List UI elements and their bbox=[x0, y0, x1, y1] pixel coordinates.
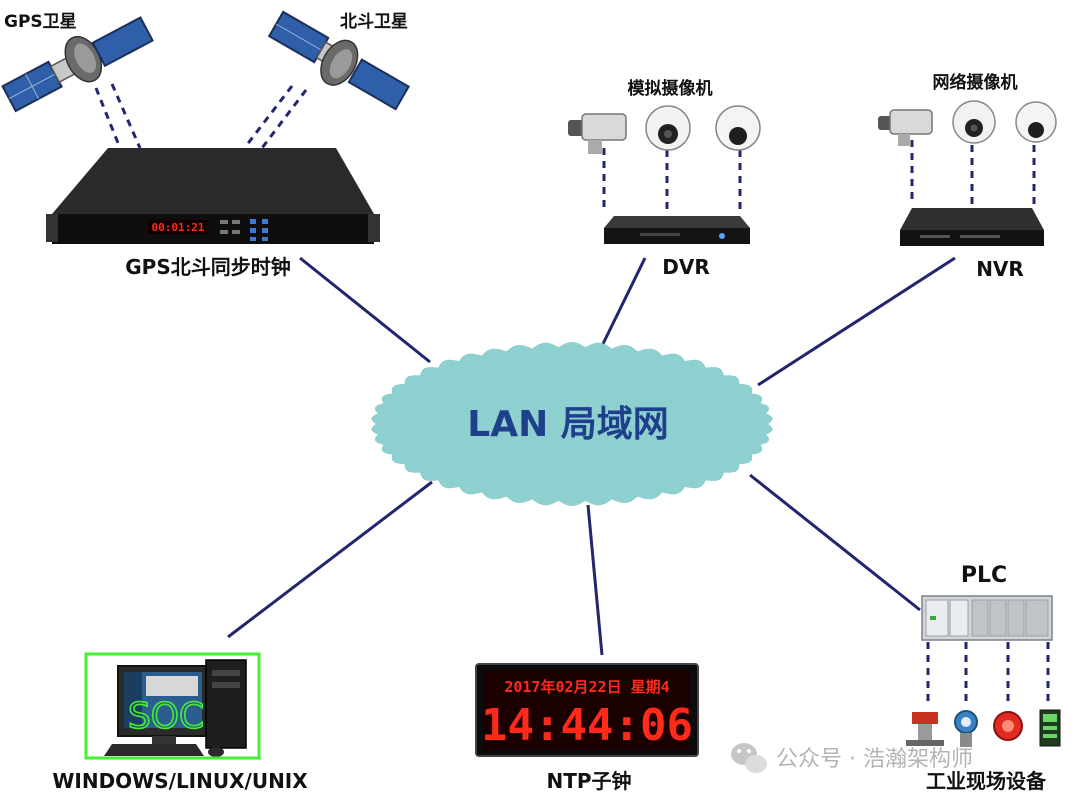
transmitter-icon bbox=[954, 710, 978, 747]
link-plc bbox=[749, 473, 921, 612]
beidou-satellite-label: 北斗卫星 bbox=[340, 12, 408, 32]
link-dvr bbox=[598, 257, 647, 351]
computer-label: WINDOWS/LINUX/UNIX bbox=[52, 769, 308, 793]
link-ntp-clock bbox=[586, 504, 604, 656]
bullet-camera-icon bbox=[568, 113, 627, 154]
soc-label: SOC bbox=[128, 696, 204, 737]
soc-highlight-box bbox=[84, 652, 261, 760]
field-devices bbox=[906, 709, 1061, 747]
watermark-text: 公众号 · 浩瀚架构师 bbox=[776, 747, 973, 772]
speed-dome-icon bbox=[715, 105, 761, 151]
network-cameras-label: 网络摄像机 bbox=[933, 72, 1018, 93]
nvr-label: NVR bbox=[976, 257, 1024, 281]
plc-label: PLC bbox=[961, 563, 1007, 588]
speed-dome-icon bbox=[1015, 101, 1057, 143]
gps-clock-display: 00:01:21 bbox=[152, 221, 205, 234]
beidou-satellite: 北斗卫星 bbox=[267, 10, 410, 111]
dvr-device: DVR bbox=[604, 216, 750, 279]
lan-cloud: LAN 局域网 bbox=[371, 342, 773, 506]
valve-icon bbox=[906, 712, 944, 746]
dome-camera-icon bbox=[645, 105, 691, 151]
ntp-clock-date: 2017年02月22日 星期4 bbox=[504, 678, 669, 696]
satellite-icon bbox=[267, 10, 410, 111]
lan-cloud-shape bbox=[371, 342, 773, 506]
dome-camera-icon bbox=[952, 100, 996, 144]
plc-group: PLC bbox=[906, 563, 1061, 793]
analog-camera-group: 模拟摄像机 DVR bbox=[568, 78, 761, 279]
gps-satellite-label: GPS卫星 bbox=[4, 12, 77, 32]
satellite-icon bbox=[1, 16, 154, 113]
dashed-links bbox=[94, 83, 1050, 705]
link-nvr bbox=[757, 256, 956, 387]
lan-links bbox=[227, 256, 956, 656]
bullet-camera-icon bbox=[878, 109, 933, 146]
lan-label: LAN 局域网 bbox=[467, 404, 668, 445]
link-gps-clock bbox=[299, 256, 431, 364]
ntp-clock-group: 2017年02月22日 星期4 14:44:06 NTP子钟 bbox=[475, 663, 699, 793]
link-computer bbox=[227, 480, 433, 639]
gps-sync-clock: 00:01:21 GPS北斗同步时钟 bbox=[46, 148, 380, 279]
gps-clock-label: GPS北斗同步时钟 bbox=[125, 255, 290, 279]
watermark: 公众号 · 浩瀚架构师 bbox=[731, 743, 973, 773]
meter-icon bbox=[1039, 709, 1061, 747]
computer-group: SOC WINDOWS/LINUX/UNIX bbox=[52, 652, 308, 793]
ntp-clock-screen bbox=[484, 670, 690, 750]
field-devices-label: 工业现场设备 bbox=[926, 769, 1047, 793]
wechat-icon bbox=[731, 743, 767, 773]
dvr-label: DVR bbox=[662, 255, 709, 279]
ntp-clock-time: 14:44:06 bbox=[481, 700, 693, 751]
alarm-icon bbox=[993, 711, 1023, 741]
ntp-clock-label: NTP子钟 bbox=[546, 769, 631, 793]
nvr-device: NVR bbox=[900, 208, 1044, 281]
network-camera-group: 网络摄像机 NVR bbox=[878, 72, 1057, 281]
analog-cameras-label: 模拟摄像机 bbox=[628, 78, 713, 99]
gps-satellite: GPS卫星 bbox=[1, 12, 154, 113]
